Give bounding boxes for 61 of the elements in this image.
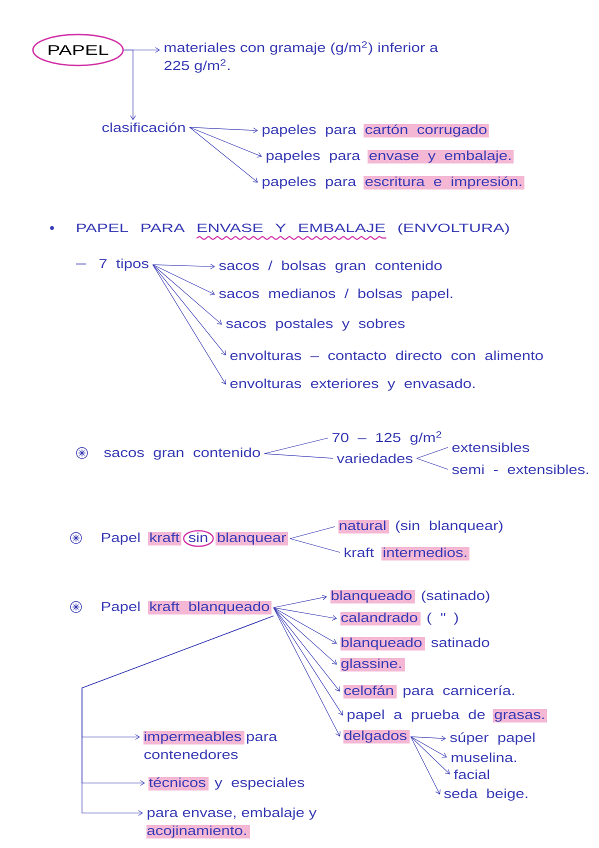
- note-text: kraft intermedios.: [344, 548, 466, 558]
- arrow: [410, 736, 447, 758]
- note-text: sacos / bolsas gran contenido: [219, 260, 442, 273]
- note-text: 70 – 125 g/m$^{2}$: [332, 431, 442, 445]
- arrow: [152, 264, 226, 356]
- circled-title: PAPEL: [32, 34, 124, 66]
- arrow: [152, 264, 226, 385]
- note-text: papeles para envase y embalaje.: [266, 150, 510, 163]
- note-text: extensibles: [452, 442, 530, 452]
- note-text: delgados: [344, 730, 406, 743]
- note-text: blanqueado satinado: [342, 638, 490, 650]
- arrow: [189, 126, 258, 134]
- branch-line: [290, 538, 340, 553]
- note-text: impermeables para contenedores: [144, 732, 278, 760]
- note-text: técnicos y especiales: [148, 777, 304, 790]
- note-text: materiales con gramaje (g/m$^{2}$) inferior a 225 g/m$^{2}$.: [164, 41, 438, 73]
- arrow: [273, 607, 337, 644]
- note-text: semi - extensibles.: [452, 464, 588, 474]
- arrow: [273, 607, 340, 737]
- note-text: calandrado ( " ): [341, 612, 458, 625]
- arrow: [273, 607, 337, 621]
- note-text: Papel kraft sin blanquear: [102, 532, 286, 545]
- note-text: muselina.: [452, 752, 516, 762]
- note-text: envolturas – contacto directo con alimento: [230, 350, 543, 360]
- note-text: sacos postales y sobres: [226, 318, 405, 331]
- branch-line: [416, 447, 448, 459]
- branch-line: [264, 438, 328, 454]
- arrow: [410, 736, 440, 795]
- arrow: [410, 736, 450, 774]
- note-text: celofán para carnicería.: [344, 685, 514, 698]
- arrow: [410, 736, 446, 742]
- note-text: envolturas exteriores y envasado.: [230, 378, 474, 391]
- note-text: natural (sin blanquear): [340, 520, 502, 533]
- arrow: [273, 594, 327, 608]
- note-text: papeles para escritura e impresión.: [262, 176, 522, 189]
- note-text: glassine.: [341, 658, 401, 671]
- arrow: [273, 607, 337, 665]
- arrow: [273, 607, 343, 716]
- arrow: [152, 264, 215, 270]
- arrow: [273, 607, 340, 692]
- arrow: [152, 264, 222, 325]
- heading-text: PAPEL PARA ENVASE Y EMBALAJE (ENVOLTURA): [77, 223, 509, 234]
- note-text: Papel kraft blanqueado: [102, 602, 270, 614]
- arrow: [189, 126, 262, 158]
- note-text: sacos medianos / bolsas papel.: [219, 288, 452, 301]
- note-text: seda beige.: [444, 788, 528, 801]
- note-text: súper papel: [450, 732, 534, 745]
- note-text: variedades: [336, 454, 412, 464]
- note-text: para envase, embalaje y acojinamiento.: [147, 808, 317, 838]
- note-text: 7 tipos: [100, 258, 148, 271]
- arrow: [124, 50, 136, 120]
- note-text: clasificación: [102, 122, 185, 132]
- arrow: [152, 264, 215, 296]
- note-text: blanqueado (satinado): [332, 590, 490, 603]
- arrow: [189, 126, 258, 183]
- note-text: facial: [454, 770, 490, 780]
- note-text: sacos gran contenido: [104, 448, 260, 460]
- note-text: papel a prueba de grasas.: [348, 710, 544, 722]
- note-text: papeles para cartón corrugado: [262, 124, 486, 137]
- branch-line: [416, 458, 448, 470]
- branch-line: [264, 453, 334, 459]
